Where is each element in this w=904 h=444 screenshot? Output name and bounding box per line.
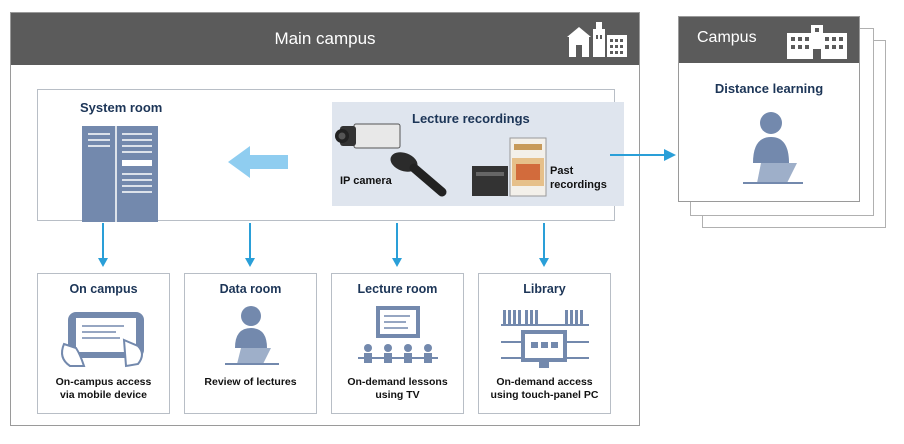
server-rack-icon (82, 126, 158, 222)
tablet-hand-icon (61, 312, 144, 368)
main-campus-title: Main campus (274, 29, 376, 48)
person-laptop-icon (743, 112, 803, 184)
classroom-tv-icon (358, 306, 438, 363)
destination-lecture-room: Lecture room On-demand lessons using TV (331, 273, 464, 414)
video-tapes-icon (509, 137, 547, 197)
destination-title: Data room (219, 282, 282, 296)
destination-desc-line1: On-demand lessons (347, 376, 448, 388)
destination-description: On-demand access using touch-panel PC (481, 376, 608, 402)
destination-desc-line2: using touch-panel PC (490, 389, 599, 401)
remote-campus-panel: Campus Distance learning (678, 16, 860, 202)
destination-desc-line2: via mobile device (60, 389, 147, 401)
bookshelf-touchpanel-icon (501, 310, 589, 368)
data-flow-arrow-icon (228, 146, 288, 178)
destination-description: On-demand lessons using TV (334, 376, 461, 402)
recording-equipment-illustration (335, 123, 547, 197)
right-arrow-icon (610, 149, 676, 161)
person-laptop-icon (225, 306, 279, 365)
destination-desc-line1: Review of lectures (204, 376, 297, 388)
campus-header: Campus (679, 17, 859, 63)
destination-desc-line1: On-campus access (55, 376, 152, 388)
down-arrow-icon (539, 223, 549, 267)
down-arrow-icon (392, 223, 402, 267)
destination-desc-line2: using TV (375, 389, 420, 401)
ip-camera-label: IP camera (340, 175, 392, 187)
lecture-recordings-panel: Lecture recordings IP camera Past record… (332, 102, 624, 206)
campus-buildings-icon (567, 22, 627, 57)
destination-title: Lecture room (357, 282, 438, 296)
main-campus-panel: Main campus System room (10, 12, 640, 426)
destination-title: On campus (69, 282, 138, 296)
destination-data-room: Data room Review of lectures (184, 273, 317, 414)
down-arrow-icon (98, 223, 108, 267)
past-recordings-line1: Past (550, 165, 574, 177)
past-recordings-line2: recordings (550, 179, 607, 191)
recorder-icon (472, 166, 508, 196)
past-recordings-label: Past recordings (550, 164, 607, 192)
destination-on-campus: On campus On-campus access via mobile de… (37, 273, 170, 414)
lecture-recordings-title: Lecture recordings (412, 111, 530, 126)
campus-title: Campus (697, 29, 757, 46)
ip-camera-icon (335, 123, 401, 149)
destination-title: Library (523, 282, 566, 296)
destination-description: On-campus access via mobile device (40, 376, 167, 402)
down-arrow-icon (245, 223, 255, 267)
system-room-panel: System room (37, 89, 624, 222)
microphone-icon (390, 152, 447, 197)
destination-description: Review of lectures (187, 376, 314, 389)
main-campus-header: Main campus (11, 13, 639, 65)
destination-desc-line1: On-demand access (496, 376, 593, 388)
distance-learning-label: Distance learning (714, 81, 824, 96)
system-room-label: System room (80, 100, 163, 115)
campus-building-icon (787, 25, 847, 59)
destination-library: Library On-demand access using touch-pan… (478, 273, 611, 414)
